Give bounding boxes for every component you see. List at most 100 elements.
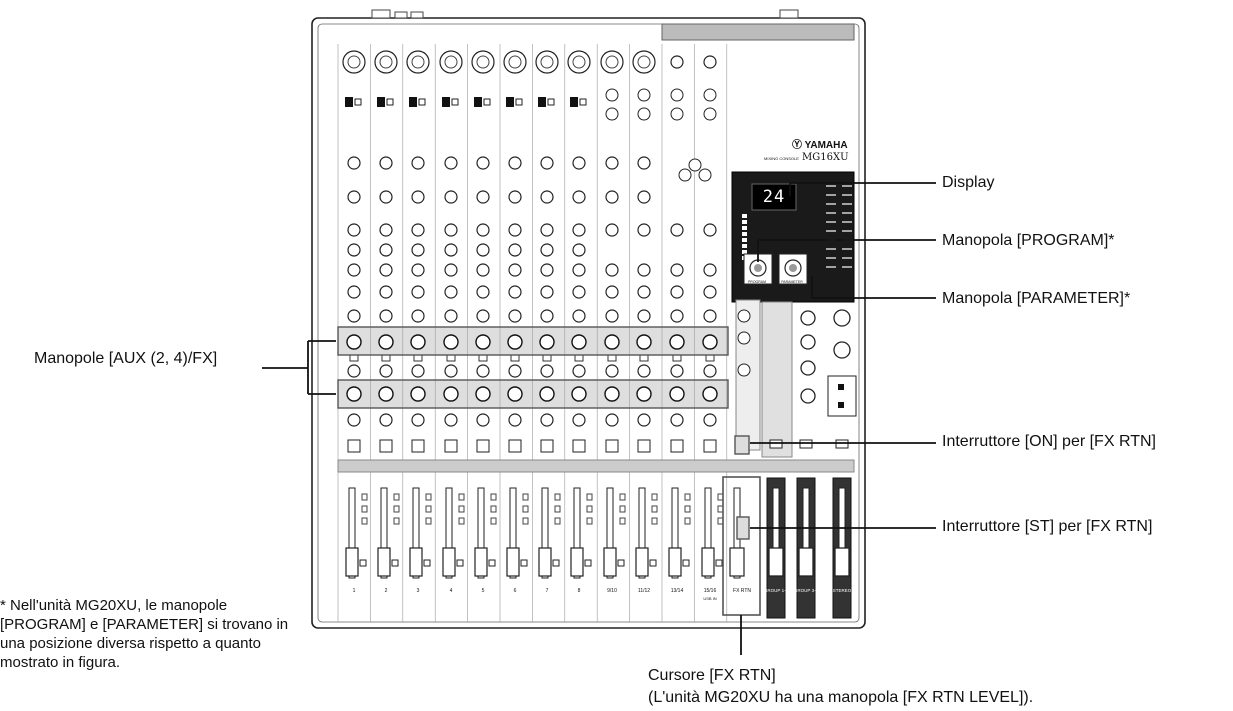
eq-knob [379,223,393,237]
fader-cap [635,547,649,577]
meter-led [393,517,400,525]
eq-knob [444,285,458,299]
fx-meter-seg [742,214,747,218]
meter-led [393,505,400,513]
model-name: MG16XU [802,152,849,163]
pre-switch [446,354,456,362]
meter-led [425,517,432,525]
eq-knob [670,223,684,237]
eq-knob [540,285,554,299]
fader-track [412,487,420,579]
pad-indicator [547,98,555,106]
fader-track [541,487,549,579]
eq-knob [444,243,458,257]
fx-meter-seg [742,232,747,236]
line-jack [670,88,684,102]
eq-knob [670,285,684,299]
group-knob [800,310,816,326]
fx-rtn-knob [737,309,751,323]
program-knob-label: PROGRAM [747,280,767,284]
pan-knob [411,413,425,427]
phones-jack-box [827,375,857,417]
meter-led [586,493,593,501]
pre-switch [542,354,552,362]
eq-knob [508,263,522,277]
channel-label: 9/10 [607,588,617,594]
aux-knob [670,364,684,378]
fader-track [445,487,453,579]
aux4-fx-knob [507,386,523,402]
channel-label: 3 [416,588,420,594]
eq-knob [572,223,586,237]
eq-knob [444,309,458,323]
aux-knob [637,364,651,378]
pad-indicator [451,98,459,106]
line-jack [605,107,619,121]
comp-knob [347,190,361,204]
meter-led [586,517,593,525]
pad-indicator [515,98,523,106]
pan-knob [379,413,393,427]
aux-knob [444,364,458,378]
pre-switch [478,354,488,362]
eq-knob [411,285,425,299]
fader-led [391,559,399,567]
eq-knob [476,309,490,323]
comp-knob [444,190,458,204]
usb-in-label: USB IN [703,596,717,601]
eq-knob [347,223,361,237]
fader-cap [442,547,456,577]
eq-knob [637,223,651,237]
fx-rtn-knob [737,331,751,345]
fader-led [617,559,625,567]
meter-led [651,505,658,513]
fader-led [488,559,496,567]
meter-led [619,493,626,501]
pad-indicator [418,98,426,106]
xlr-inner [476,55,490,69]
fader-led [584,559,592,567]
channel-label: 7 [545,588,549,594]
pan-knob [476,413,490,427]
model-tagline: MIXING CONSOLE [764,156,799,161]
fader-track [638,487,646,579]
fx-meter-seg [742,226,747,230]
bus-fader-cap [768,547,784,577]
aux2-fx-knob [378,334,394,350]
main-knob [833,341,851,359]
eq-knob [411,243,425,257]
fader-cap [538,547,552,577]
eq-knob [444,263,458,277]
line-jack [670,107,684,121]
meter-led [490,505,497,513]
fader-cap [345,547,359,577]
fx-meter-seg [742,238,747,242]
program-knob-cap [754,264,762,272]
fader-track [704,487,712,579]
xlr-inner [540,55,554,69]
stereo-knob [698,168,712,182]
pad-switch [442,97,450,107]
line-jack [703,88,717,102]
group-knob [800,334,816,350]
on-button [670,439,684,453]
aux4-fx-knob [443,386,459,402]
eq-knob [540,223,554,237]
stereo-knob [678,168,692,182]
gain-knob [411,156,425,170]
fader-led [715,559,723,567]
phones-led [838,384,844,390]
gain-knob [347,156,361,170]
pan-knob [670,413,684,427]
gain-knob [605,156,619,170]
gain-knob [444,156,458,170]
fader-cap [701,547,715,577]
brand-text: YAMAHA [804,140,848,151]
eq-knob [476,243,490,257]
pan-knob [347,413,361,427]
on-button [703,439,717,453]
on-button [411,439,425,453]
pad-switch [377,97,385,107]
pre-switch [381,354,391,362]
